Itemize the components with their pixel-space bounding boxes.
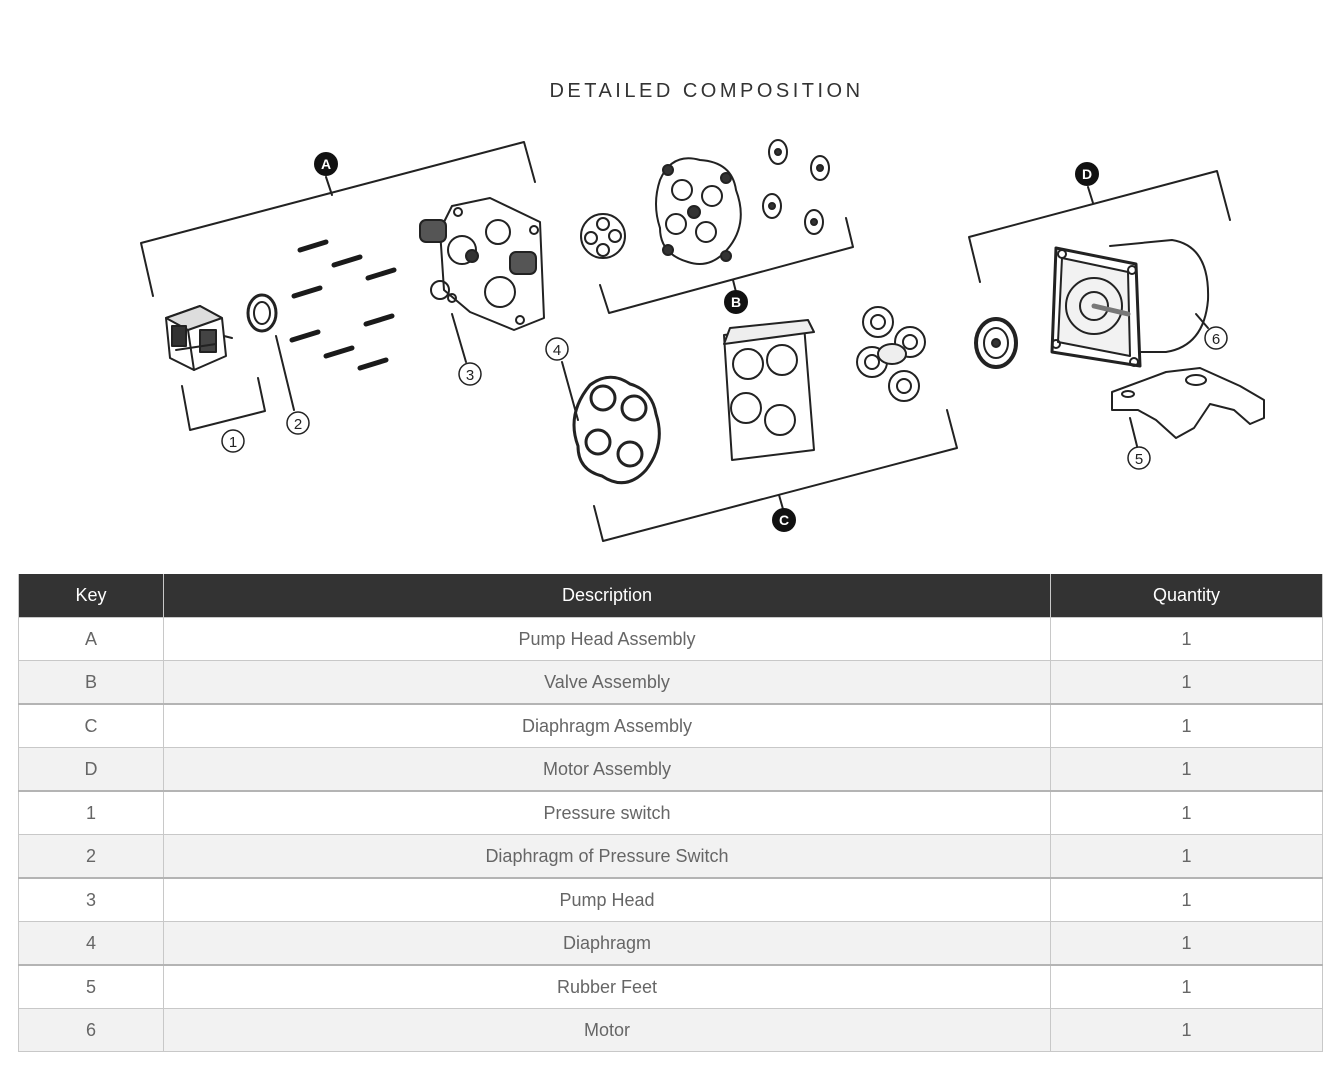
cell-quantity: 1 (1050, 964, 1323, 1009)
bracket-d (968, 170, 1231, 283)
cell-description: Motor Assembly (163, 747, 1051, 792)
cell-description: Valve Assembly (163, 660, 1051, 705)
label-b: B (724, 290, 748, 314)
table-row: 2 Diaphragm of Pressure Switch 1 (18, 834, 1323, 879)
pressure-switch-drawing (165, 305, 233, 371)
svg-text:6: 6 (1212, 331, 1220, 348)
figure-title: DETAILED COMPOSITION (549, 80, 864, 102)
cell-quantity: 1 (1050, 877, 1323, 922)
svg-text:C: C (779, 512, 789, 528)
cell-key: 2 (18, 834, 164, 879)
bearing-drawing (974, 317, 1018, 369)
cell-quantity: 1 (1050, 921, 1323, 966)
cell-quantity: 1 (1050, 660, 1323, 705)
cell-description: Pump Head Assembly (163, 617, 1051, 661)
svg-text:1: 1 (229, 434, 237, 451)
table-row: 1 Pressure switch 1 (18, 790, 1323, 835)
table-row: B Valve Assembly 1 (18, 660, 1323, 705)
wobble-plate-drawing (856, 306, 926, 402)
cell-key: A (18, 617, 164, 661)
svg-text:2: 2 (294, 416, 302, 433)
rubber-feet-drawing (1111, 367, 1265, 447)
header-quantity: Quantity (1050, 574, 1323, 618)
parts-table: Key Description Quantity A Pump Head Ass… (18, 574, 1323, 1052)
svg-text:D: D (1082, 166, 1092, 182)
diaphragm-plate-drawing (723, 319, 815, 461)
header-description: Description (163, 574, 1051, 618)
label-a: A (314, 152, 338, 176)
table-row: A Pump Head Assembly 1 (18, 617, 1323, 661)
cell-quantity: 1 (1050, 1008, 1323, 1052)
cell-description: Diaphragm of Pressure Switch (163, 834, 1051, 879)
cell-key: C (18, 703, 164, 748)
cell-key: 3 (18, 877, 164, 922)
cell-quantity: 1 (1050, 617, 1323, 661)
valve-body-drawing (655, 157, 742, 265)
cell-quantity: 1 (1050, 834, 1323, 879)
table-header-row: Key Description Quantity (18, 574, 1323, 618)
cell-key: 1 (18, 790, 164, 835)
label-part-5: 5 (1127, 446, 1151, 470)
cell-description: Rubber Feet (163, 964, 1051, 1009)
cell-description: Pump Head (163, 877, 1051, 922)
cell-quantity: 1 (1050, 703, 1323, 748)
cell-key: D (18, 747, 164, 792)
cell-quantity: 1 (1050, 747, 1323, 792)
label-part-1: 1 (221, 429, 245, 453)
cell-description: Motor (163, 1008, 1051, 1052)
cell-key: 6 (18, 1008, 164, 1052)
exploded-view-figure: DETAILED COMPOSITION (140, 80, 1265, 542)
svg-text:B: B (731, 294, 741, 310)
cell-quantity: 1 (1050, 790, 1323, 835)
svg-text:5: 5 (1135, 451, 1143, 468)
table-row: D Motor Assembly 1 (18, 747, 1323, 792)
cell-description: Pressure switch (163, 790, 1051, 835)
cell-description: Diaphragm Assembly (163, 703, 1051, 748)
bracket-a (140, 141, 536, 297)
cell-description: Diaphragm (163, 921, 1051, 966)
svg-text:A: A (321, 156, 331, 172)
check-valves-drawing (762, 139, 830, 235)
screws-drawing (289, 239, 397, 371)
header-key: Key (18, 574, 164, 618)
label-d: D (1075, 162, 1099, 186)
label-part-3: 3 (458, 362, 482, 386)
svg-text:3: 3 (466, 367, 474, 384)
bracket-part-1 (181, 377, 266, 431)
table-row: 3 Pump Head 1 (18, 877, 1323, 922)
label-part-2: 2 (286, 411, 310, 435)
label-c: C (772, 508, 796, 532)
cell-key: B (18, 660, 164, 705)
svg-text:4: 4 (553, 342, 561, 359)
bracket-b (599, 217, 854, 314)
bracket-c (593, 409, 958, 542)
diaphragm-drawing (561, 361, 661, 485)
cell-key: 5 (18, 964, 164, 1009)
cell-key: 4 (18, 921, 164, 966)
table-row: 4 Diaphragm 1 (18, 921, 1323, 966)
label-part-4: 4 (545, 337, 569, 361)
label-part-6: 6 (1204, 326, 1228, 350)
exploded-diagram: A B C D 1 2 3 4 (140, 139, 1265, 542)
table-row: 6 Motor 1 (18, 1008, 1323, 1052)
valve-disc-small-drawing (580, 213, 626, 259)
table-row: 5 Rubber Feet 1 (18, 964, 1323, 1009)
table-row: C Diaphragm Assembly 1 (18, 703, 1323, 748)
pump-head-drawing (419, 197, 545, 363)
switch-diaphragm-drawing (246, 293, 295, 411)
motor-drawing (1050, 239, 1210, 368)
